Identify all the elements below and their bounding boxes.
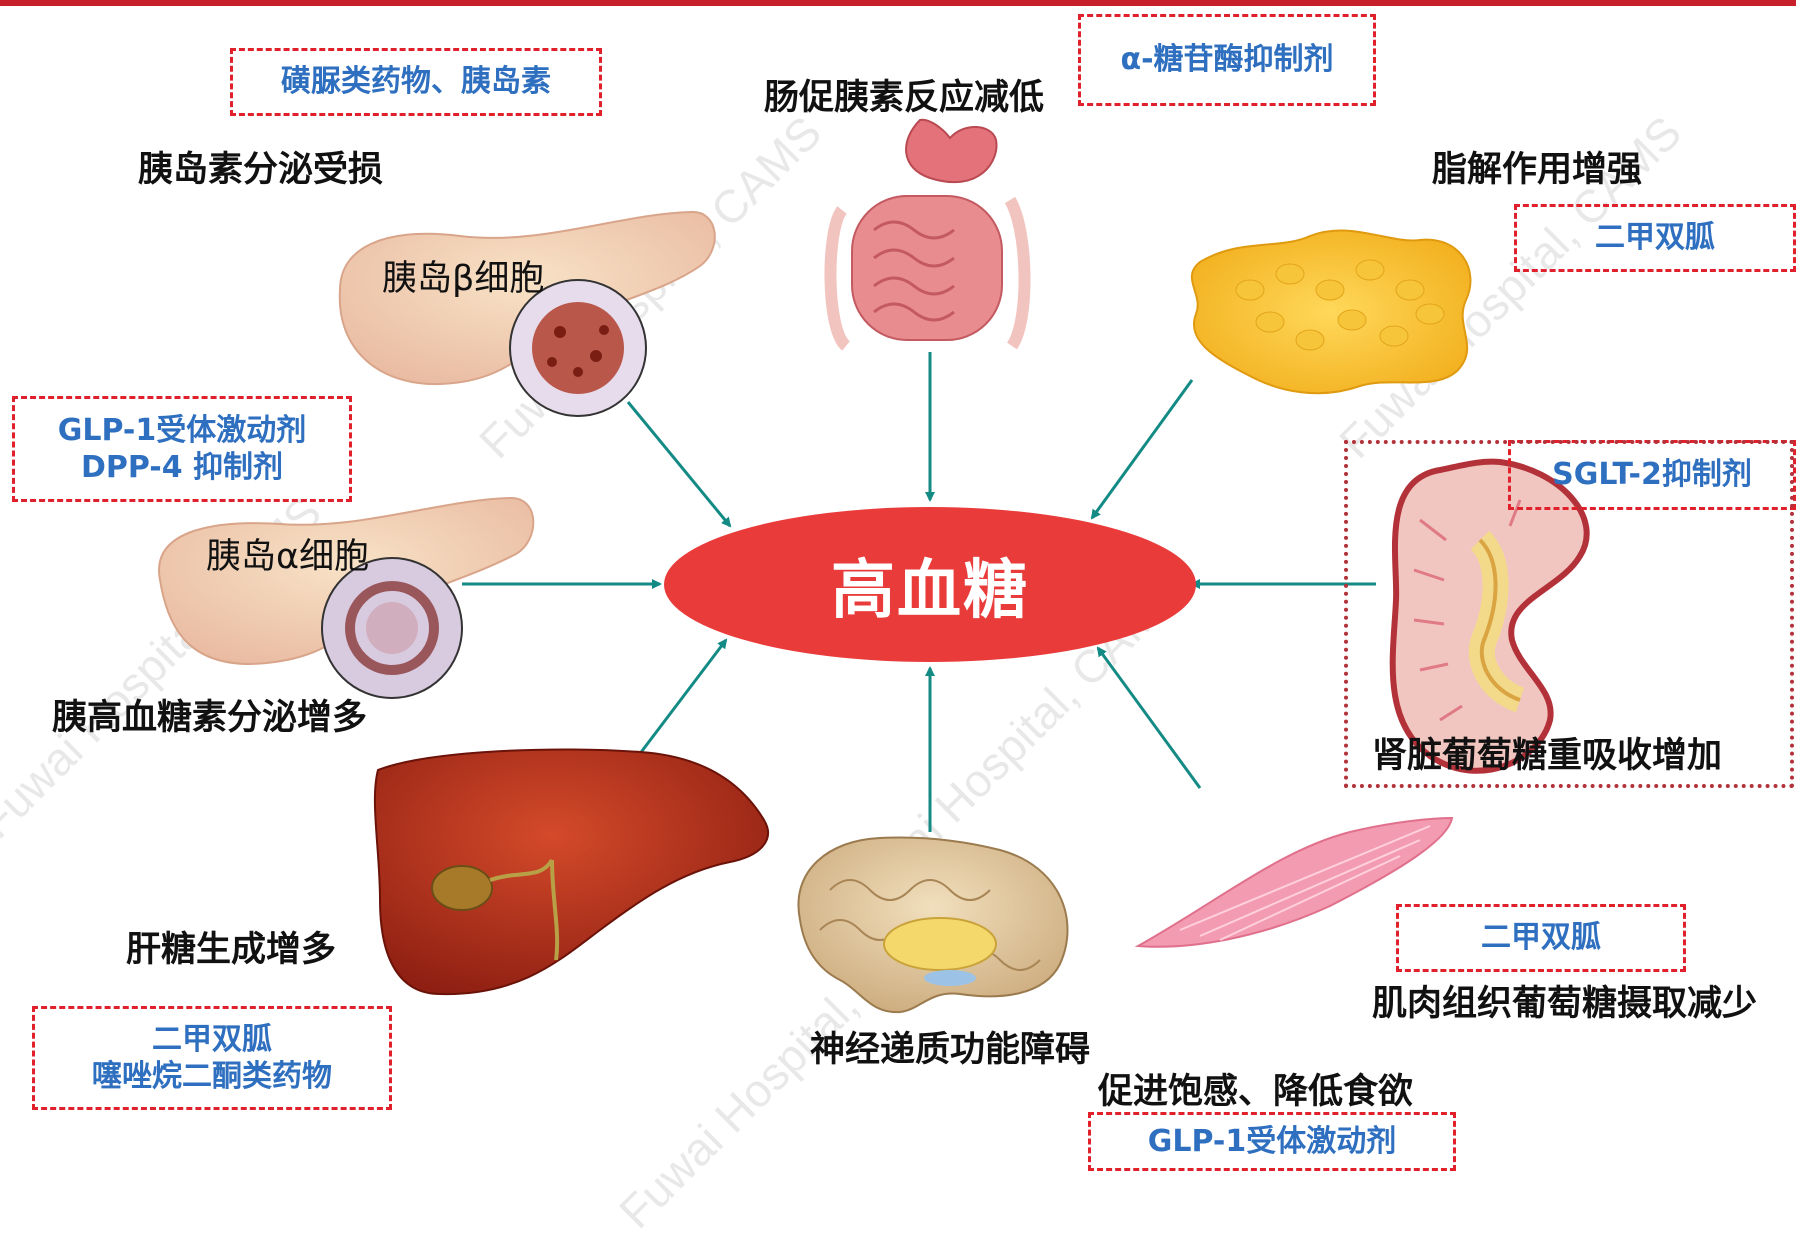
drug-box-metformin-muscle: 二甲双胍	[1396, 904, 1686, 972]
drug-box-glp1-brain: GLP-1受体激动剂	[1088, 1112, 1456, 1171]
drug-name: 二甲双胍	[152, 1021, 272, 1059]
label-muscle: 肌肉组织葡萄糖摄取减少	[1372, 984, 1757, 1024]
label-insulin-secretion: 胰岛素分泌受损	[138, 150, 383, 190]
kidney-frame	[1344, 440, 1794, 788]
drug-box-liver: 二甲双胍 噻唑烷二酮类药物	[32, 1006, 392, 1110]
arrow-muscle	[1098, 648, 1200, 788]
fat-tissue-icon	[1192, 230, 1471, 393]
drug-box-alpha-glucosidase: α-糖苷酶抑制剂	[1078, 14, 1376, 106]
label-glucagon: 胰高血糖素分泌增多	[52, 698, 367, 738]
drug-name: 二甲双胍	[1481, 919, 1601, 957]
arrow-insulin	[628, 402, 730, 526]
label-liver: 肝糖生成增多	[126, 930, 336, 970]
alpha-islet-icon	[322, 558, 462, 698]
label-neuro: 神经递质功能障碍	[810, 1030, 1090, 1070]
brain-icon	[798, 838, 1067, 1013]
drug-box-metformin-fat: 二甲双胍	[1514, 204, 1796, 272]
drug-name: 二甲双胍	[1595, 219, 1715, 257]
drug-name: 噻唑烷二酮类药物	[92, 1058, 332, 1096]
arrow-fat	[1092, 380, 1192, 518]
drug-name: GLP-1受体激动剂	[1148, 1123, 1397, 1161]
drug-name: α-糖苷酶抑制剂	[1120, 41, 1333, 79]
label-incretin: 肠促胰素反应减低	[764, 78, 1044, 118]
drug-name: 磺脲类药物、胰岛素	[281, 63, 551, 101]
drug-box-glp1-dpp4: GLP-1受体激动剂 DPP-4 抑制剂	[12, 396, 352, 502]
liver-icon	[375, 749, 768, 994]
label-alpha-cell: 胰岛α细胞	[206, 528, 369, 579]
label-beta-cell: 胰岛β细胞	[382, 250, 544, 301]
drug-name: DPP-4 抑制剂	[81, 449, 283, 487]
label-satiety: 促进饱感、降低食欲	[1098, 1072, 1413, 1112]
diagram-canvas: Fuwai Hospital, CAMS Fuwai Hospital, CAM…	[0, 0, 1796, 1171]
label-lipolysis: 脂解作用增强	[1432, 150, 1642, 190]
drug-box-sulfonylurea: 磺脲类药物、胰岛素	[230, 48, 602, 116]
stomach-intestine-icon	[830, 120, 1024, 346]
hyperglycemia-center: 高血糖	[664, 507, 1196, 662]
drug-name: GLP-1受体激动剂	[58, 412, 307, 450]
